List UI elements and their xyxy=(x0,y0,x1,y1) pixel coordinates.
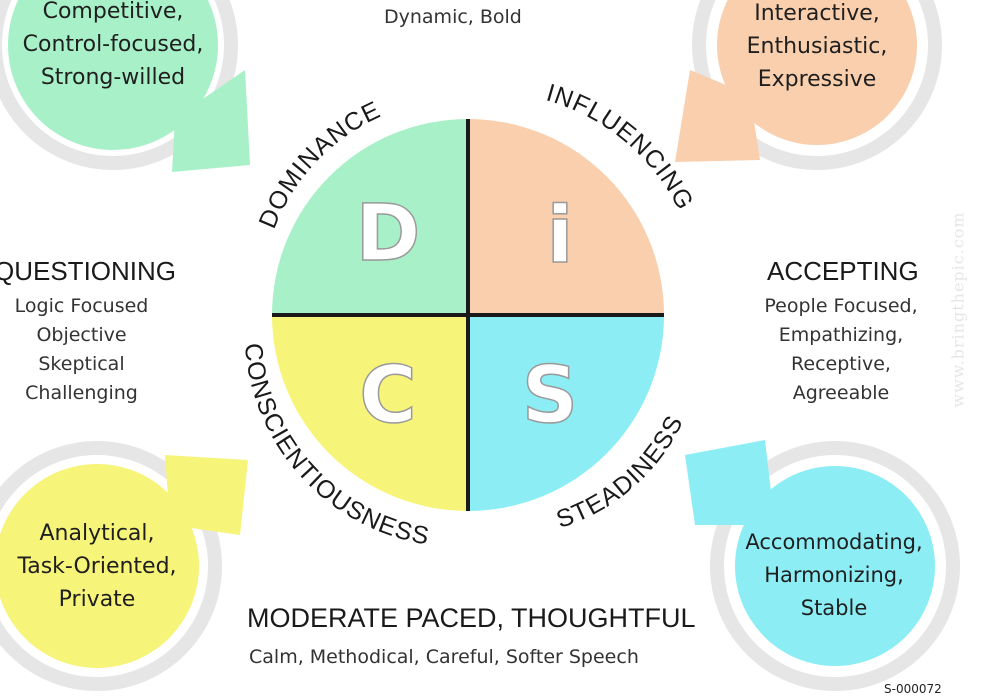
quadrant-c xyxy=(272,315,468,511)
bubble-c-line: Task-Oriented, xyxy=(17,554,177,579)
right-trait: Empathizing, xyxy=(778,324,904,346)
bubble-i-line: Enthusiastic, xyxy=(746,34,888,59)
letter-s: S xyxy=(522,351,578,441)
bubble-d-text: Competitive, Control-focused, Strong-wil… xyxy=(3,0,223,94)
bubble-c xyxy=(0,441,248,691)
left-traits: Logic Focused Objective Skeptical Challe… xyxy=(0,292,163,408)
bubble-d xyxy=(0,0,250,172)
left-trait: Challenging xyxy=(25,382,138,404)
bubble-i-text: Interactive, Enthusiastic, Expressive xyxy=(712,0,922,96)
right-traits: People Focused, Empathizing, Receptive, … xyxy=(748,292,934,408)
bubble-s-circle xyxy=(735,466,935,666)
bubble-s-pointer xyxy=(685,440,775,525)
bubble-c-line: Analytical, xyxy=(39,521,155,546)
bubble-i-circle xyxy=(717,0,917,145)
bubble-d-circle xyxy=(8,0,218,150)
right-trait: People Focused, xyxy=(764,295,918,317)
bubble-s-line: Accommodating, xyxy=(745,530,923,554)
bubble-s-line: Stable xyxy=(800,596,868,620)
watermark: www.bringthepic.com xyxy=(948,211,968,408)
bubble-s-text: Accommodating, Harmonizing, Stable xyxy=(727,526,941,625)
left-title: QUESTIONING xyxy=(0,256,177,286)
quadrant-d xyxy=(272,119,468,315)
bubble-s xyxy=(685,440,960,691)
left-trait: Logic Focused xyxy=(14,295,149,317)
letter-i: i xyxy=(547,191,574,281)
right-title: ACCEPTING xyxy=(767,256,919,286)
bubble-c-line: Private xyxy=(58,587,136,612)
quadrant-s xyxy=(468,315,664,511)
image-id-label: S-000072 xyxy=(884,682,942,696)
right-trait: Receptive, xyxy=(791,353,891,375)
bubble-c-text: Analytical, Task-Oriented, Private xyxy=(0,517,204,616)
bubble-d-line: Strong-willed xyxy=(40,65,186,90)
disc-quadrants xyxy=(272,119,664,511)
bubble-i-line: Expressive xyxy=(757,67,877,92)
bubble-c-pointer xyxy=(165,455,248,535)
letter-c: C xyxy=(359,351,416,441)
bubble-i xyxy=(675,0,942,170)
bubble-i-line: Interactive, xyxy=(754,1,880,26)
left-trait: Objective xyxy=(36,324,127,346)
left-trait: Skeptical xyxy=(38,353,125,375)
bubble-s-line: Harmonizing, xyxy=(764,563,904,587)
bubble-d-line: Control-focused, xyxy=(22,32,204,57)
right-trait: Agreeable xyxy=(792,382,890,404)
bubble-d-pointer xyxy=(172,70,250,172)
top-subtitle: Dynamic, Bold xyxy=(384,6,522,28)
bottom-title: MODERATE PACED, THOUGHTFUL xyxy=(247,603,696,633)
bubble-c-circle xyxy=(0,464,199,668)
bottom-subtitle: Calm, Methodical, Careful, Softer Speech xyxy=(249,646,639,668)
bubble-d-line: Competitive, xyxy=(42,0,184,24)
quadrant-i xyxy=(468,119,664,315)
letter-d: D xyxy=(356,189,421,279)
